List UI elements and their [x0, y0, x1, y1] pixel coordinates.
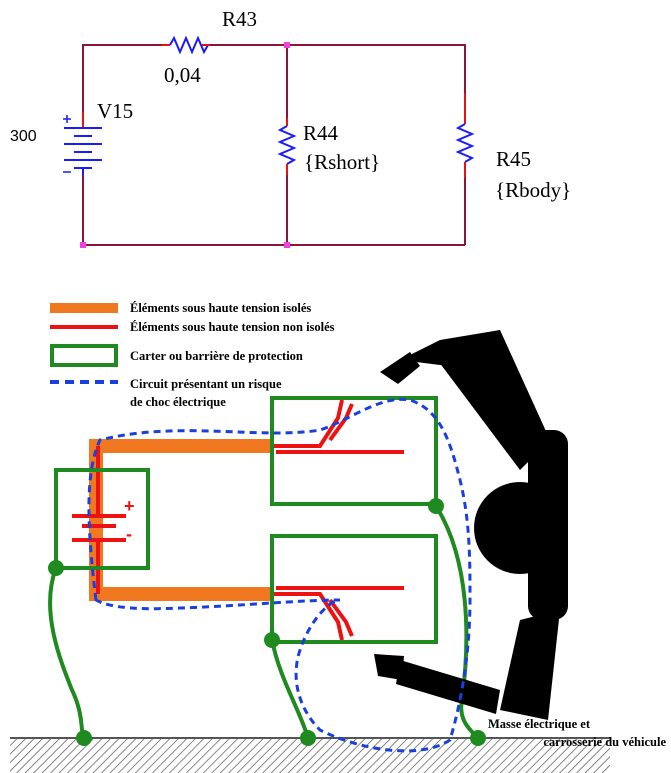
node-bottom-mid: [284, 242, 290, 248]
resistor-r45-icon: [455, 93, 475, 178]
node-bottom-left: [80, 242, 86, 248]
ground-label-line1: Masse électrique et: [488, 717, 591, 731]
r43-ref: R43: [222, 7, 257, 31]
ground-nodes: [48, 498, 486, 746]
battery-plus-sign: +: [124, 496, 135, 516]
schematic: 300 V15 R43 0,04 R44 {Rshort} R45 {Rbody…: [10, 7, 571, 248]
schematic-wires: [82, 44, 466, 246]
r44-value: {Rshort}: [304, 150, 380, 174]
r44-ref: R44: [303, 121, 339, 145]
source-ref: V15: [97, 99, 133, 123]
schematic-nodes: [80, 42, 290, 248]
enclosure-top: [270, 396, 438, 506]
r45-value: {Rbody}: [495, 178, 571, 202]
legend-swatch-enclosure: [50, 344, 118, 367]
illustration: + -: [10, 330, 666, 773]
legend-shock-line2: de choc électrique: [130, 395, 226, 409]
resistor-r43-icon: [162, 35, 210, 55]
legend: Éléments sous haute tension isolés Éléme…: [50, 301, 335, 409]
r43-value: 0,04: [164, 63, 201, 87]
enclosures: [54, 396, 438, 644]
ground-label-line2: carrosserie du véhicule: [543, 735, 666, 749]
insulated-cables: [89, 439, 270, 601]
legend-enclosure: Carter ou barrière de protection: [130, 349, 303, 363]
node-top: [284, 42, 290, 48]
enclosure-bottom: [270, 534, 438, 644]
legend-shock-line1: Circuit présentant un risque: [130, 377, 282, 391]
uninsulated-conductors: [72, 399, 404, 641]
person-icon: [374, 330, 568, 720]
legend-uninsulated: Éléments sous haute tension non isolés: [130, 320, 335, 334]
r45-ref: R45: [496, 147, 531, 171]
source-value: 300: [10, 128, 37, 145]
legend-insulated: Éléments sous haute tension isolés: [130, 301, 311, 315]
enclosure-battery: [54, 468, 150, 570]
ground-wires: [48, 504, 480, 740]
resistor-r44-icon: [277, 118, 297, 175]
voltage-source-icon: [63, 112, 102, 175]
battery-minus-sign: -: [126, 524, 132, 544]
